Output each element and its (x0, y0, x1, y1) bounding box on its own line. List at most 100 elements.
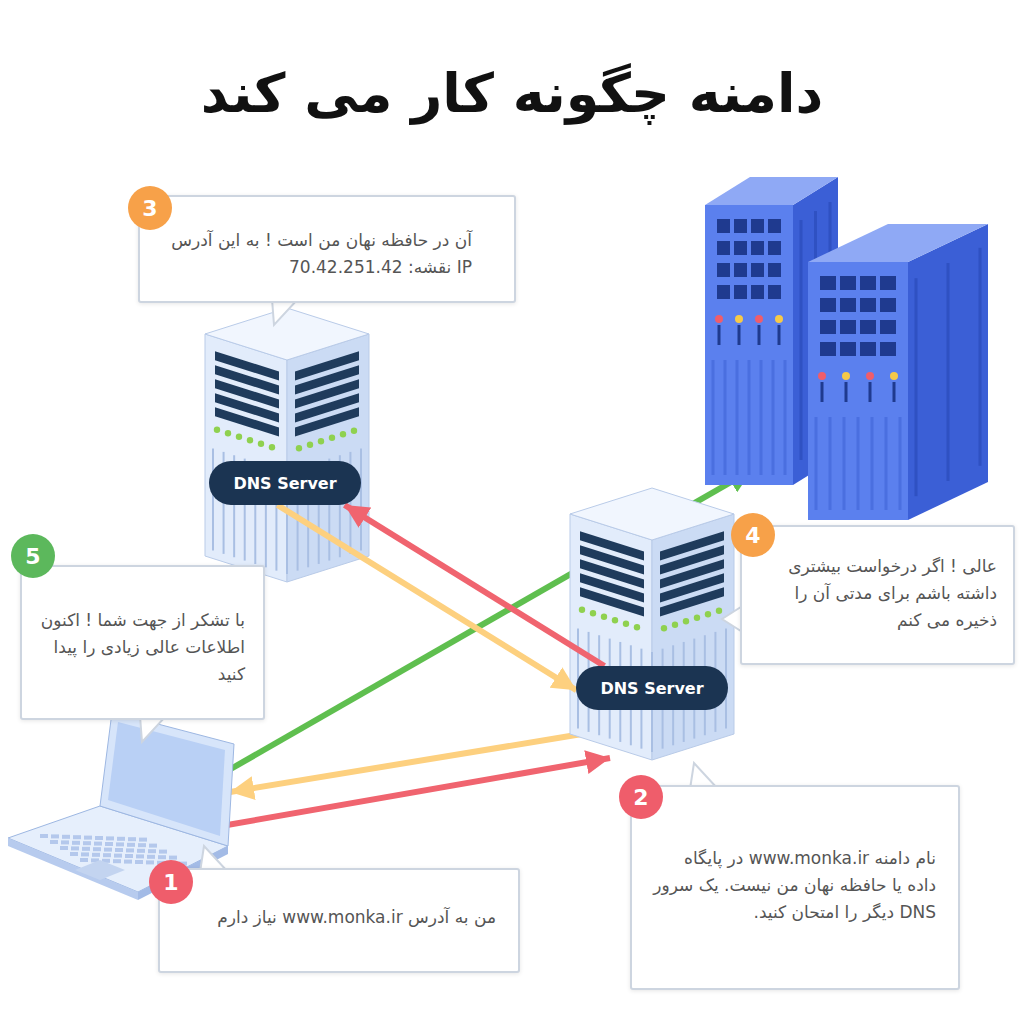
dns-server-illustration (570, 488, 734, 760)
led (329, 435, 335, 441)
server-face (652, 514, 734, 760)
led (318, 438, 324, 444)
window (840, 276, 856, 290)
led (683, 618, 689, 624)
server-face (205, 334, 287, 582)
led (716, 608, 722, 614)
window (751, 241, 764, 255)
window (880, 298, 896, 312)
key (83, 841, 91, 845)
server-name: DNS Server (233, 474, 336, 493)
indicator-line (758, 325, 761, 345)
window (860, 342, 876, 356)
server-face (287, 334, 369, 582)
led (579, 607, 585, 613)
indicator (842, 372, 850, 380)
key (136, 854, 144, 858)
stripe (712, 360, 715, 475)
window (860, 276, 876, 290)
stripe (800, 220, 803, 460)
tower-top (705, 177, 838, 205)
led (705, 611, 711, 617)
led (661, 625, 667, 631)
key (116, 842, 124, 846)
window (840, 342, 856, 356)
key (135, 860, 143, 864)
window (734, 263, 747, 277)
stripe (760, 360, 763, 475)
server-label: DNS Server (209, 461, 360, 505)
key (128, 837, 136, 841)
led (612, 617, 618, 623)
bubble-text: آن در حافظه نهان من است ! به این آدرس IP… (160, 227, 472, 281)
dns-server-illustration (205, 308, 369, 582)
indicator (818, 372, 826, 380)
key (93, 847, 101, 851)
speech-bubble: با تشکر از جهت شما ! اکنون اطلاعات عالی … (20, 565, 265, 720)
stripe (772, 360, 775, 475)
window (768, 241, 781, 255)
key (105, 842, 113, 846)
key (125, 854, 133, 858)
indicator (755, 315, 763, 323)
laptop-screen (100, 712, 234, 846)
stripe (947, 263, 950, 481)
tower-front (808, 262, 908, 520)
key (95, 836, 103, 840)
key (138, 843, 146, 847)
indicator-line (845, 382, 848, 402)
window (734, 241, 747, 255)
laptop-edge (8, 838, 138, 900)
stripe (784, 360, 787, 475)
key (84, 836, 92, 840)
key (81, 852, 89, 856)
key (61, 840, 69, 844)
key (72, 841, 80, 845)
key (106, 836, 114, 840)
window (734, 285, 747, 299)
led (351, 428, 357, 434)
indicator (775, 315, 783, 323)
led (225, 430, 231, 436)
vent (215, 407, 279, 436)
stripe (857, 417, 860, 510)
key (40, 834, 48, 838)
key (148, 849, 156, 853)
led (634, 624, 640, 630)
indicator (715, 315, 723, 323)
window (717, 285, 730, 299)
speech-bubble: آن در حافظه نهان من است ! به این آدرس IP… (138, 195, 516, 303)
key (50, 840, 58, 844)
callout-number: 5 (11, 534, 55, 578)
key (147, 855, 155, 859)
indicator-line (893, 382, 896, 402)
dns-query-arrow (277, 505, 576, 690)
key (159, 850, 167, 854)
indicator (866, 372, 874, 380)
server-label: DNS Server (576, 666, 727, 710)
key (82, 847, 90, 851)
window (717, 241, 730, 255)
indicator (735, 315, 743, 323)
speech-bubble: نام دامنه www.monka.ir در پایگاه داده یا… (630, 785, 960, 990)
key (70, 852, 78, 856)
callout-number: 1 (149, 860, 193, 904)
led (296, 445, 302, 451)
stripe (815, 417, 818, 510)
window (751, 219, 764, 233)
key (139, 838, 147, 842)
callout-number: 4 (731, 513, 775, 557)
key (146, 860, 154, 864)
stripe (360, 449, 362, 551)
key (124, 860, 132, 864)
key (94, 842, 102, 846)
stripe (979, 248, 982, 466)
led (340, 431, 346, 437)
key (113, 859, 121, 863)
stripe (736, 360, 739, 475)
window (820, 342, 836, 356)
arrow-line (210, 758, 610, 828)
touchpad (75, 860, 125, 880)
stripe (829, 417, 832, 510)
server-face (570, 514, 652, 760)
